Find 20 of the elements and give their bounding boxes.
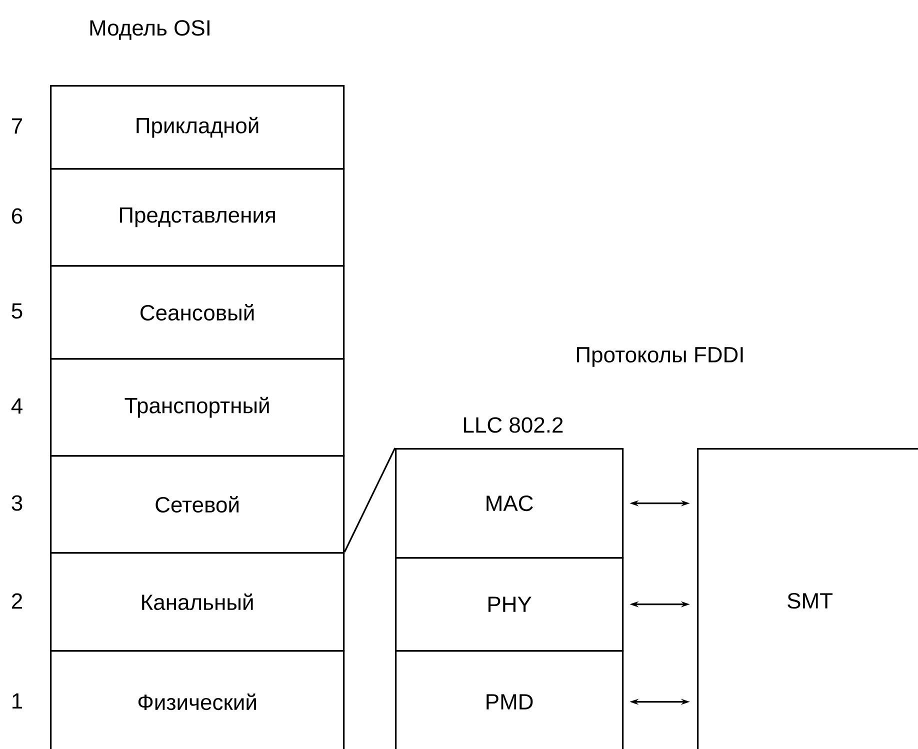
layer-box: Транспортный <box>50 358 345 457</box>
layer-box: Представления <box>50 168 345 267</box>
diagram-title: Модель OSI <box>90 20 210 40</box>
layer-box: Канальный <box>50 552 345 652</box>
layer-box: Сеансовый <box>50 265 345 360</box>
layer-box: Сетевой <box>50 455 345 554</box>
layer-number: 5 <box>12 303 22 319</box>
heading-label: Протоколы FDDI <box>577 347 743 367</box>
layer-box: Прикладной <box>50 85 345 170</box>
layer-box: MAC <box>395 448 624 559</box>
layer-number: 2 <box>12 593 22 609</box>
layer-number: 3 <box>12 495 22 511</box>
layer-number: 1 <box>12 693 22 709</box>
layer-box: SMT <box>697 448 918 749</box>
layer-number: 7 <box>12 118 22 134</box>
layer-number: 4 <box>11 398 22 414</box>
layer-box: PMD <box>395 650 624 749</box>
layer-number: 6 <box>12 208 22 224</box>
layer-box: Физический <box>50 650 345 749</box>
layer-box: PHY <box>395 557 624 652</box>
